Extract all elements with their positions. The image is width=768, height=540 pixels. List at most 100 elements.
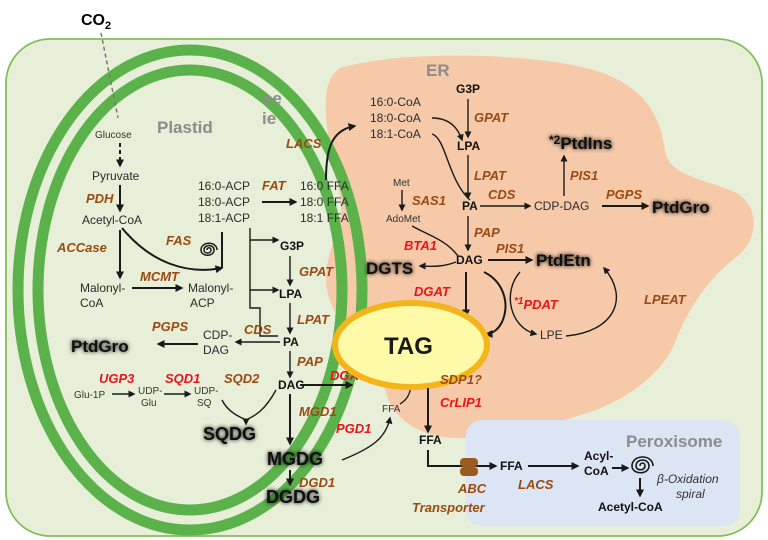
ptdins-shadow: *2PtdIns	[549, 133, 612, 153]
ptdgro-er-lipid: PtdGro	[652, 198, 710, 217]
abc-label-1: ABC	[457, 481, 487, 496]
sqd2-enzyme: SQD2	[224, 371, 260, 386]
ie-label: ie	[262, 109, 276, 128]
mgdg-lipid: MGDG	[267, 449, 323, 469]
plastid-label: Plastid	[157, 118, 213, 137]
mgdg-shadow: MGDG	[267, 449, 323, 469]
cds-plastid-enzyme: CDS	[244, 322, 272, 337]
acyl-coa-label-1: Acyl-	[584, 449, 613, 463]
lpat-er-enzyme: LPAT	[474, 168, 507, 183]
ffa-cyto-label: FFA	[419, 433, 442, 447]
pap-plastid-enzyme: PAP	[297, 354, 323, 369]
pgps-er-enzyme: PGPS	[606, 187, 642, 202]
lpeat-curve-arrow	[565, 266, 618, 337]
ptdgro-plastid-lipid: PtdGro	[71, 337, 129, 356]
udp-glu-label-2: Glu	[141, 398, 157, 409]
beta-oxidation-spiral-icon	[631, 456, 654, 474]
pap-er-enzyme: PAP	[474, 225, 500, 240]
er-label: ER	[426, 61, 450, 80]
lpeat-enzyme: LPEAT	[644, 292, 687, 307]
dgdg-lipid: DGDG	[266, 487, 320, 507]
dgat-er-enzyme: DGAT	[414, 284, 451, 299]
met-label: Met	[393, 178, 410, 189]
ffa-plastid-label: FFA	[382, 404, 401, 415]
acp-180-label: 18:0-ACP	[198, 195, 250, 209]
accase-enzyme: ACCase	[56, 240, 107, 255]
abc-label-2: Transporter	[412, 500, 486, 515]
cdp-dag-er-label: CDP-DAG	[534, 199, 589, 213]
pdat-enzyme: *1PDAT	[514, 296, 559, 312]
peroxisome-label: Peroxisome	[626, 432, 722, 451]
lacs-export-arrow	[325, 123, 357, 181]
dgts-shadow: DGTS	[366, 259, 413, 278]
lpe-label: LPE	[540, 328, 563, 342]
adomet-label: AdoMet	[386, 214, 421, 225]
acp-181-label: 18:1-ACP	[198, 211, 250, 225]
coa-to-pa-arrow	[431, 133, 471, 201]
ptdgro-plastid-shadow: PtdGro	[71, 337, 129, 356]
lpa-plastid-label: LPA	[279, 287, 302, 301]
sdp1-enzyme: SDP1?	[440, 372, 482, 387]
coa-180-label: 18:0-CoA	[370, 111, 421, 125]
pis1-top-enzyme: PIS1	[570, 168, 598, 183]
ptdgro-er-shadow: PtdGro	[652, 198, 710, 217]
bta1-enzyme: BTA1	[404, 238, 437, 253]
plastid-outer-envelope	[12, 44, 368, 536]
udp-sq-label-2: SQ	[197, 398, 212, 409]
dgdg-shadow: DGDG	[266, 487, 320, 507]
acetyl-coa-label: Acetyl-CoA	[82, 213, 142, 227]
lacs-plastid-enzyme: LACS	[286, 136, 322, 151]
peroxisome-compartment	[466, 420, 740, 526]
beta-oxidation-label-2: spiral	[676, 487, 705, 501]
dag-plastid-label: DAG	[278, 378, 305, 392]
pis1-mid-enzyme: PIS1	[496, 241, 524, 256]
mgd1-enzyme: MGD1	[299, 404, 337, 419]
gpat-plastid-enzyme: GPAT	[299, 264, 334, 279]
malonyl-acp-label-2: ACP	[190, 296, 215, 310]
fas-curve-arrow	[121, 227, 224, 274]
tag-lipid-droplet	[332, 300, 490, 390]
glucose-label: Glucose	[95, 130, 132, 141]
cdp-dag-plastid-label-2: DAG	[203, 343, 229, 357]
fas-enzyme: FAS	[166, 233, 192, 248]
ptdins-lipid: *2PtdIns	[549, 133, 612, 153]
ugp3-enzyme: UGP3	[99, 371, 135, 386]
dgts-lipid: DGTS	[366, 259, 413, 278]
pdat-curve-arrow	[483, 271, 507, 338]
pgps-plastid-enzyme: PGPS	[152, 319, 188, 334]
plastid-inner-envelope	[32, 64, 348, 516]
malonyl-coa-label-2: CoA	[80, 296, 103, 310]
ffa-180-label: 18:0 FFA	[300, 195, 349, 209]
adomet-dag-merge-arrow	[411, 225, 459, 257]
ptdetn-lipid: PtdEtn	[536, 251, 591, 270]
co2-dashed-path	[100, 32, 119, 119]
lpa-er-label: LPA	[457, 139, 480, 153]
acyl-coa-label-2: CoA	[584, 464, 609, 478]
pdh-enzyme: PDH	[86, 191, 114, 206]
malonyl-acp-label-1: Malonyl-	[188, 281, 233, 295]
dag-er-label: DAG	[456, 253, 483, 267]
udp-sq-label-1: UDP-	[194, 386, 218, 397]
fat-enzyme: FAT	[262, 178, 287, 193]
cdp-dag-plastid-label-1: CDP-	[203, 328, 232, 342]
tag-label: TAG	[384, 333, 433, 360]
cds-er-enzyme: CDS	[488, 187, 516, 202]
co2-label: CO2	[81, 12, 111, 32]
crlip1-enzyme: CrLIP1	[440, 395, 482, 410]
mgdg-to-ffa-arrow	[341, 416, 393, 461]
ptdetn-to-lpe-arrow	[509, 271, 538, 337]
sas1-enzyme: SAS1	[412, 193, 446, 208]
sqdg-shadow: SQDG	[203, 424, 256, 444]
g3p-plastid-label: G3P	[280, 239, 304, 253]
lacs-px-enzyme: LACS	[518, 477, 554, 492]
abc-transporter-icon	[460, 458, 478, 476]
sqd1-enzyme: SQD1	[165, 371, 200, 386]
acetyl-coa-px-label: Acetyl-CoA	[598, 500, 663, 514]
fas-spiral-icon	[200, 242, 218, 256]
ffa-160-label: 16:0 FFA	[300, 179, 349, 193]
malonyl-coa-label-1: Malonyl-	[80, 281, 125, 295]
mcmt-enzyme: MCMT	[140, 269, 180, 284]
dag-to-dgts-arrow	[418, 261, 457, 270]
acp-160-label: 16:0-ACP	[198, 179, 250, 193]
